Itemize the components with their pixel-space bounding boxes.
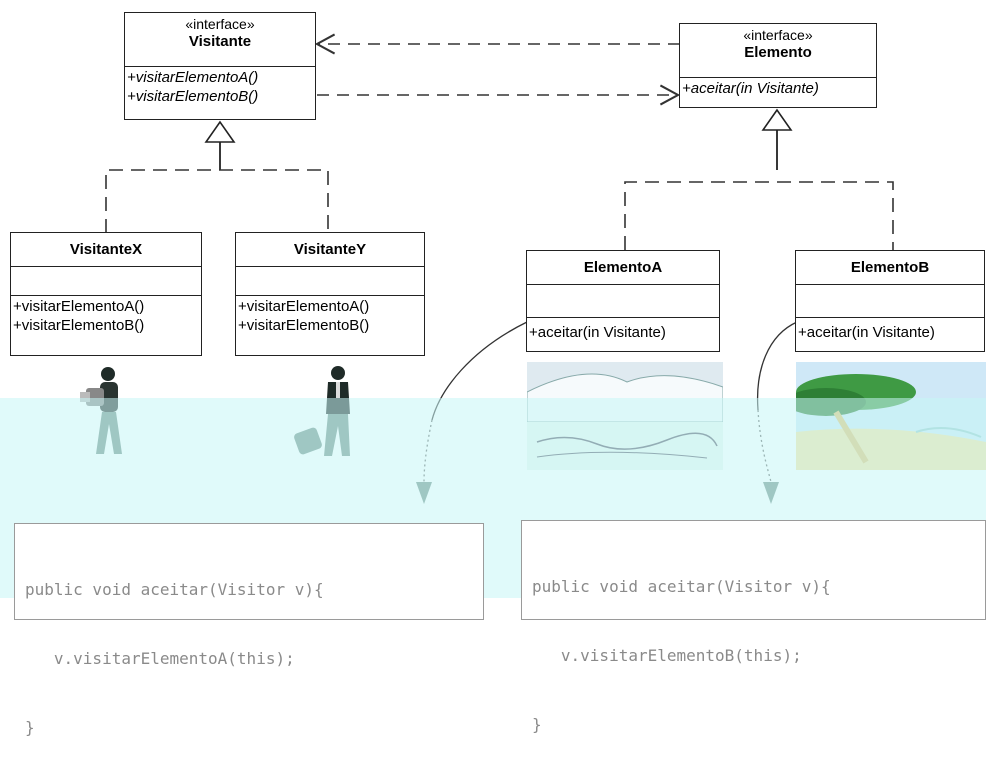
class-name: VisitanteY bbox=[236, 233, 424, 267]
callout-arrowhead-a bbox=[416, 482, 432, 504]
operation-item: +visitarElementoB() bbox=[238, 317, 370, 334]
operation-item: +aceitar(in Visitante) bbox=[682, 80, 819, 97]
operations-list: +aceitar(in Visitante) bbox=[527, 318, 719, 343]
code-snippet-elemento-b: public void aceitar(Visitor v){ v.visita… bbox=[521, 520, 986, 734]
callout-curve-b-dotted bbox=[757, 409, 772, 483]
operation-item: +visitarElementoA() bbox=[238, 298, 370, 315]
realization-triangle-elemento bbox=[761, 108, 793, 131]
class-name: ElementoA bbox=[527, 251, 719, 285]
operation-item: +visitarElementoA() bbox=[127, 69, 259, 86]
operations-list: +visitarElementoA() +visitarElementoB() bbox=[11, 296, 201, 336]
operations-list: +visitarElementoA() +visitarElementoB() bbox=[236, 296, 424, 336]
code-line: } bbox=[25, 718, 35, 737]
realization-branch-visitante bbox=[105, 169, 329, 233]
class-visitante-y: VisitanteY +visitarElementoA() +visitarE… bbox=[235, 232, 425, 356]
callout-arrowhead-b bbox=[763, 482, 779, 504]
realization-branch-elemento bbox=[624, 181, 894, 250]
code-line: v.visitarElementoB(this); bbox=[532, 646, 802, 665]
class-visitante-x: VisitanteX +visitarElementoA() +visitarE… bbox=[10, 232, 202, 356]
mountain-landscape-image bbox=[527, 362, 723, 470]
backpacker-figure-icon bbox=[80, 367, 122, 454]
class-name: Elemento bbox=[744, 44, 812, 61]
class-elemento: «interface» Elemento +aceitar(in Visitan… bbox=[679, 23, 877, 108]
code-line: } bbox=[532, 715, 542, 734]
operation-item: +aceitar(in Visitante) bbox=[798, 324, 935, 341]
class-header: «interface» Elemento bbox=[680, 24, 876, 78]
code-line: public void aceitar(Visitor v){ bbox=[532, 577, 831, 596]
stereotype-label: «interface» bbox=[743, 27, 813, 43]
operation-item: +visitarElementoB() bbox=[127, 88, 259, 105]
attributes-section bbox=[11, 267, 201, 296]
class-name: VisitanteX bbox=[11, 233, 201, 267]
operation-item: +aceitar(in Visitante) bbox=[529, 324, 666, 341]
operations-list: +aceitar(in Visitante) bbox=[796, 318, 984, 343]
class-name: ElementoB bbox=[796, 251, 984, 285]
class-visitante: «interface» Visitante +visitarElementoA(… bbox=[124, 12, 316, 120]
code-line: public void aceitar(Visitor v){ bbox=[25, 580, 324, 599]
operation-item: +visitarElementoB() bbox=[13, 317, 145, 334]
code-snippet-elemento-a: public void aceitar(Visitor v){ v.visita… bbox=[14, 523, 484, 737]
operations-list: +aceitar(in Visitante) bbox=[680, 78, 876, 99]
code-line: v.visitarElementoA(this); bbox=[25, 649, 295, 668]
attributes-section bbox=[796, 285, 984, 318]
class-header: «interface» Visitante bbox=[125, 13, 315, 67]
attributes-section bbox=[527, 285, 719, 318]
operations-list: +visitarElementoA() +visitarElementoB() bbox=[125, 67, 315, 107]
callout-curve-a bbox=[431, 321, 528, 421]
stereotype-label: «interface» bbox=[185, 16, 255, 32]
realization-triangle-visitante bbox=[204, 120, 236, 143]
attributes-section bbox=[236, 267, 424, 296]
callout-curve-b bbox=[756, 321, 798, 411]
callout-curve-a-dotted bbox=[423, 419, 433, 483]
operation-item: +visitarElementoA() bbox=[13, 298, 145, 315]
class-elemento-b: ElementoB +aceitar(in Visitante) bbox=[795, 250, 985, 352]
class-name: Visitante bbox=[188, 33, 252, 50]
beach-landscape-image bbox=[796, 362, 986, 470]
business-traveler-figure-icon bbox=[294, 366, 350, 456]
class-elemento-a: ElementoA +aceitar(in Visitante) bbox=[526, 250, 720, 352]
